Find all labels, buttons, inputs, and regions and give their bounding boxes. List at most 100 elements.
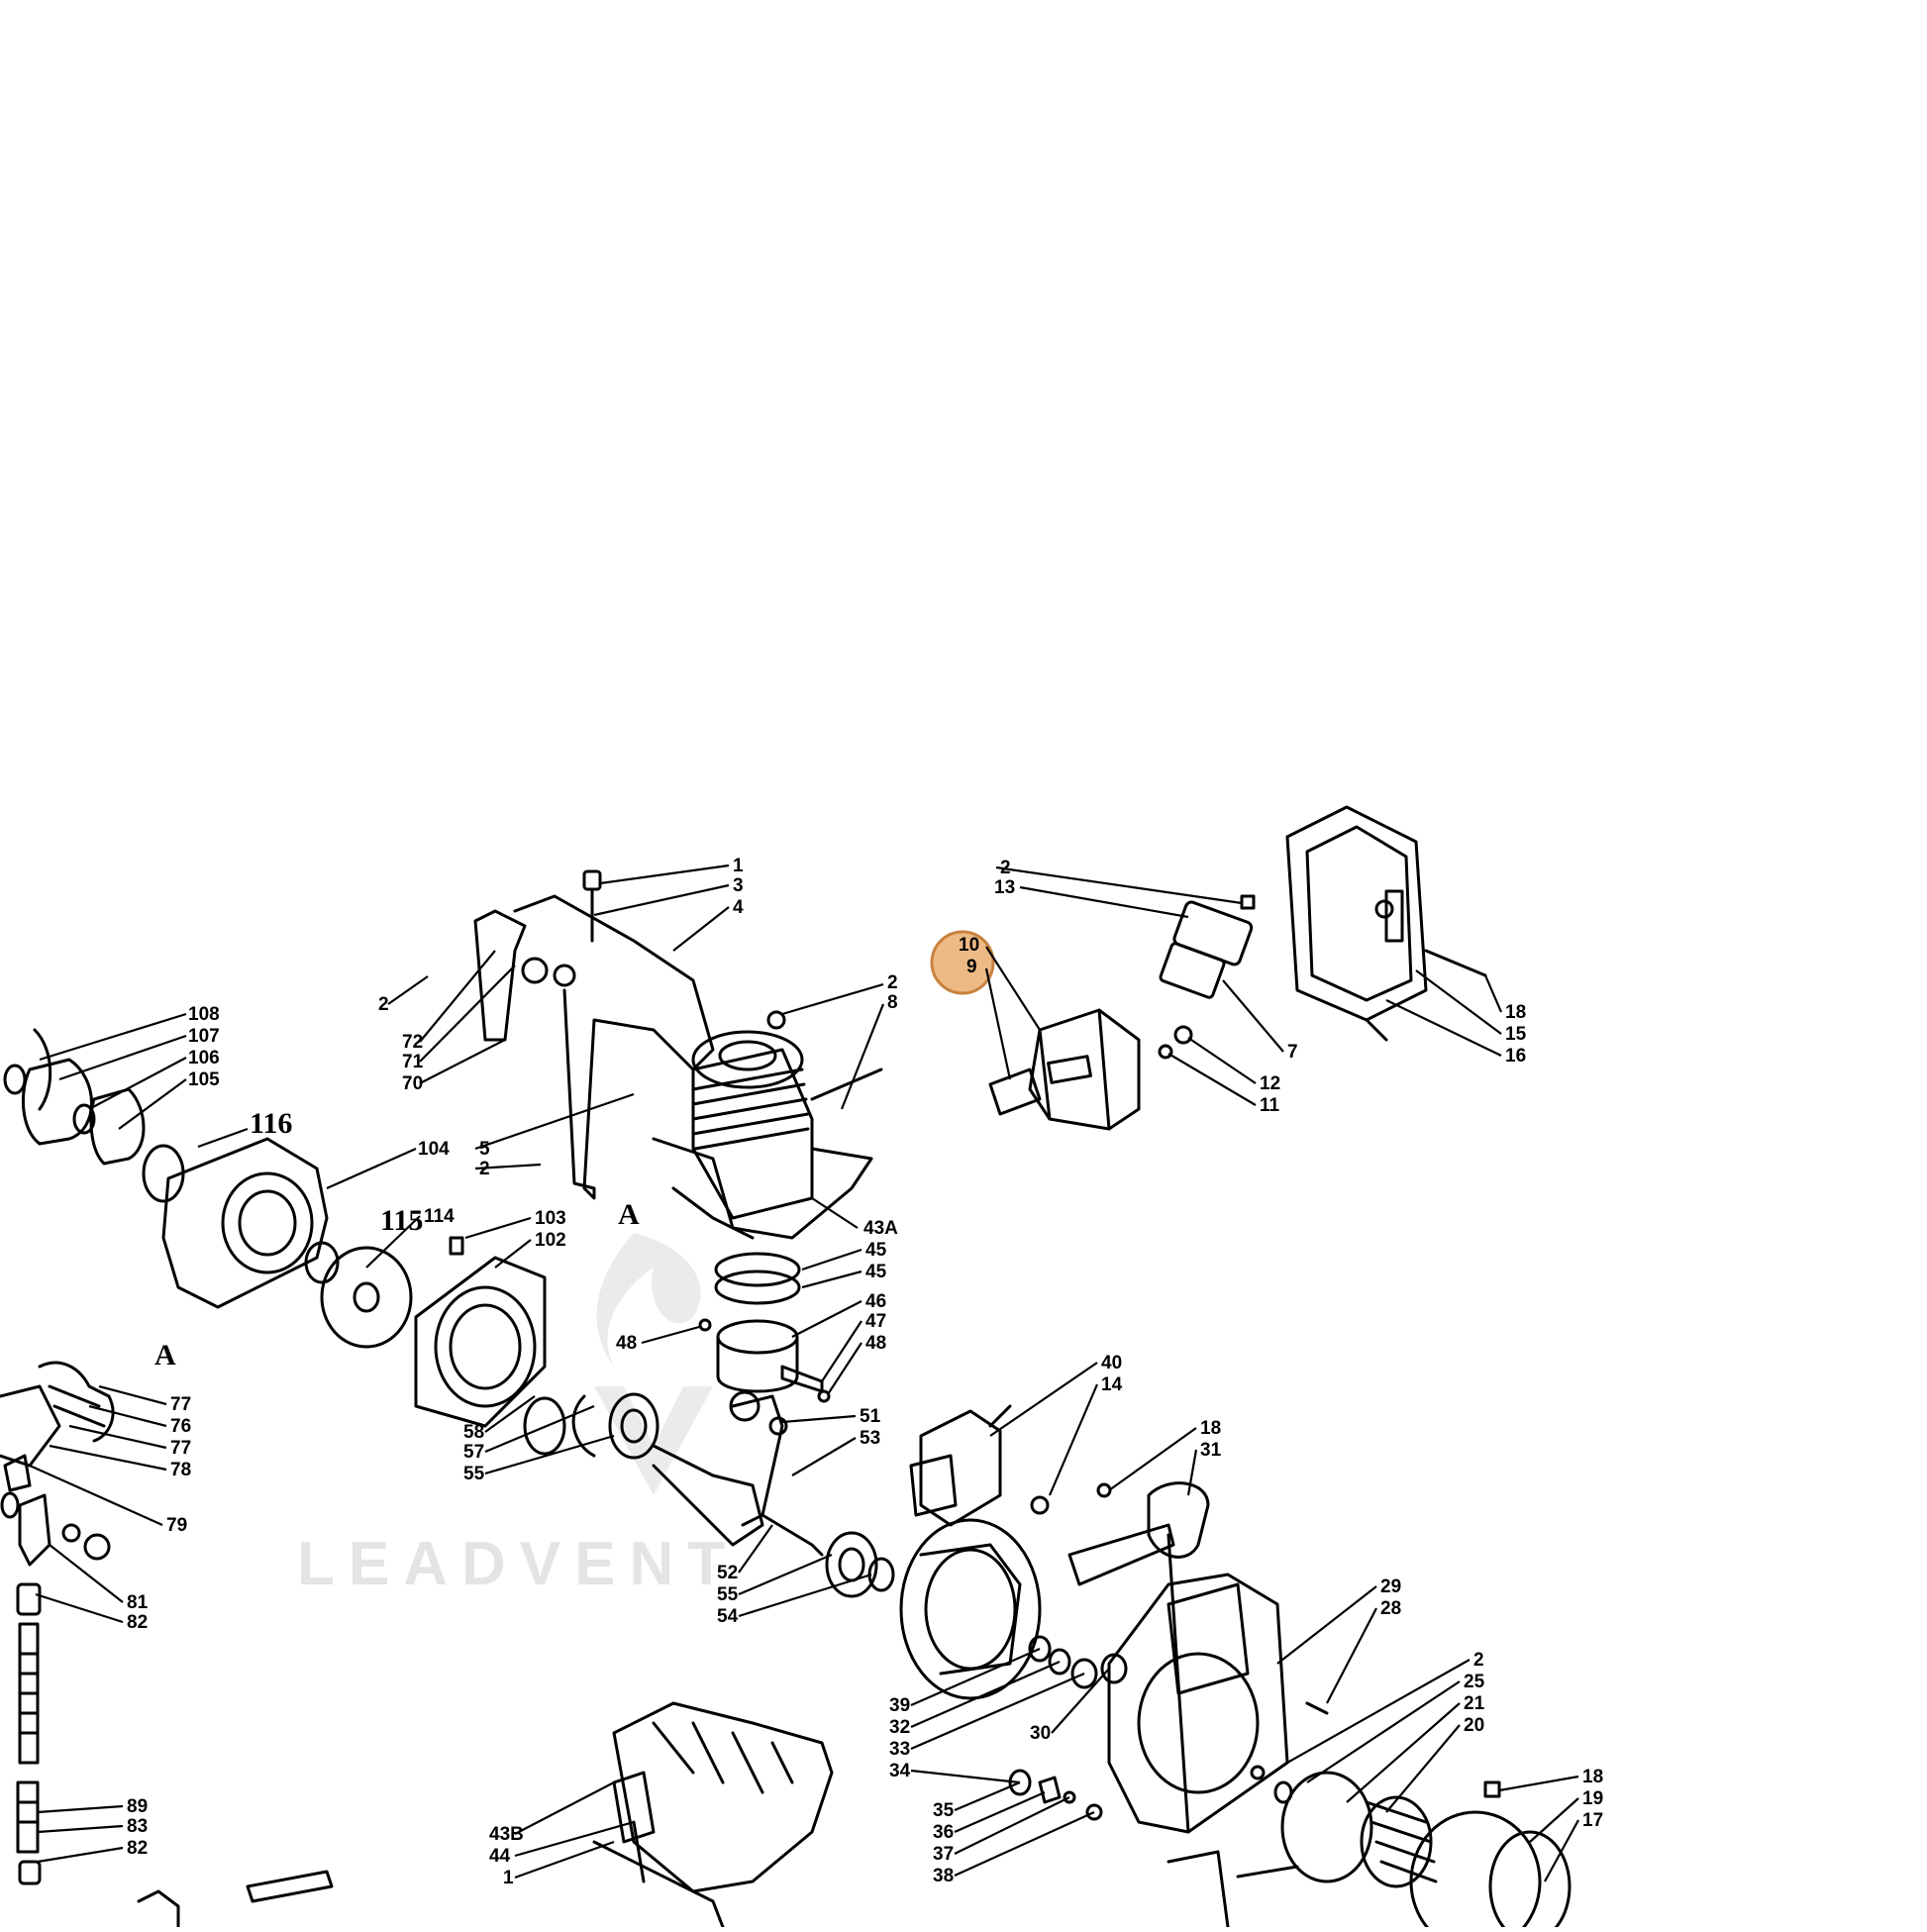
gear-housing-left — [3, 1028, 413, 1349]
flywheel — [899, 1518, 1128, 1821]
callout-label-c115: 115 — [380, 1204, 423, 1237]
callout-label-c53: 53 — [860, 1428, 880, 1449]
callout-label-c2a: 2 — [378, 994, 389, 1015]
callout-label-c52: 52 — [717, 1563, 738, 1583]
callout-label-c107: 107 — [188, 1026, 220, 1047]
spark-plug-cap — [1067, 1481, 1210, 1834]
callout-label-c11: 11 — [1260, 1095, 1280, 1116]
callout-label-c25: 25 — [1464, 1672, 1485, 1692]
callout-label-c43A: 43A — [863, 1218, 898, 1239]
callout-label-c51: 51 — [860, 1406, 881, 1427]
crankcase-lower — [592, 1701, 834, 1929]
callout-label-c78: 78 — [170, 1460, 191, 1480]
callout-label-c77b: 77 — [170, 1438, 191, 1459]
callout-label-c12: 12 — [1260, 1073, 1280, 1094]
callout-label-c34: 34 — [889, 1761, 911, 1781]
callout-label-c45a: 45 — [865, 1240, 887, 1261]
callout-label-c76: 76 — [170, 1416, 191, 1437]
watermark-flame-icon — [596, 1233, 701, 1367]
callout-label-c38: 38 — [933, 1866, 954, 1886]
recoil-starter — [1166, 1771, 1572, 1932]
callout-label-c48b: 48 — [616, 1333, 637, 1354]
callout-label-c82a: 82 — [127, 1612, 148, 1633]
callout-label-c18a: 18 — [1505, 1002, 1526, 1023]
piston-assembly — [698, 1252, 831, 1403]
callout-label-c10: 10 — [959, 935, 979, 956]
callout-label-c32: 32 — [889, 1717, 910, 1738]
callout-label-c35: 35 — [933, 1800, 955, 1821]
muffler-assembly — [988, 894, 1256, 1131]
callout-label-c81: 81 — [127, 1592, 149, 1613]
callout-label-c44: 44 — [489, 1846, 511, 1867]
cylinder-assembly — [582, 869, 883, 1240]
callout-label-c77a: 77 — [170, 1394, 191, 1415]
callout-label-c48a: 48 — [865, 1333, 886, 1354]
callout-label-c18b: 18 — [1200, 1418, 1221, 1439]
callout-label-c104: 104 — [418, 1139, 450, 1160]
callout-label-c39: 39 — [889, 1695, 910, 1716]
callout-label-c116: 116 — [250, 1107, 292, 1140]
callout-label-c36: 36 — [933, 1822, 954, 1843]
callout-label-c108: 108 — [188, 1004, 220, 1025]
callout-label-c16: 16 — [1505, 1046, 1526, 1067]
callout-label-c57: 57 — [463, 1442, 484, 1463]
watermark-text: LEADVENT — [297, 1530, 739, 1598]
callout-label-c114: 114 — [424, 1206, 455, 1227]
callout-label-c3: 3 — [733, 875, 744, 896]
callout-label-cA1: A — [618, 1198, 640, 1231]
callout-label-c1: 1 — [733, 856, 744, 876]
callout-label-c37: 37 — [933, 1844, 954, 1865]
callout-label-c105: 105 — [188, 1069, 220, 1090]
callout-label-c7: 7 — [1287, 1042, 1298, 1063]
callout-label-c21: 21 — [1464, 1693, 1485, 1714]
callout-label-c47: 47 — [865, 1311, 886, 1332]
callout-label-c13: 13 — [994, 877, 1015, 898]
muffler-cover — [1285, 805, 1487, 1042]
callout-label-c103: 103 — [535, 1208, 566, 1229]
watermark-v-icon — [594, 1386, 713, 1495]
callout-label-c17: 17 — [1582, 1810, 1603, 1831]
callout-label-c14: 14 — [1101, 1374, 1123, 1395]
highlight-marker[interactable] — [930, 930, 995, 995]
callout-label-c19: 19 — [1582, 1788, 1603, 1809]
callout-label-c106: 106 — [188, 1048, 220, 1068]
callout-label-c28: 28 — [1380, 1598, 1401, 1619]
callout-label-c55b: 55 — [717, 1584, 739, 1605]
callout-label-c54: 54 — [717, 1606, 739, 1627]
callout-label-c15: 15 — [1505, 1024, 1527, 1045]
callout-label-c33: 33 — [889, 1739, 910, 1760]
callout-label-c1b: 1 — [503, 1868, 514, 1888]
callout-label-c79: 79 — [166, 1515, 187, 1536]
ignition-coil — [909, 1404, 1050, 1527]
drive-shaft-group — [0, 1361, 334, 1929]
callout-label-c18c: 18 — [1582, 1767, 1603, 1787]
crankshaft-assembly — [523, 1390, 895, 1598]
callout-label-c70: 70 — [402, 1073, 423, 1094]
callout-label-c83: 83 — [127, 1816, 148, 1837]
callout-label-c71: 71 — [402, 1052, 424, 1072]
watermark: LEADVENT — [297, 1233, 739, 1598]
callout-label-c55a: 55 — [463, 1464, 485, 1484]
callout-label-c102: 102 — [535, 1230, 566, 1251]
callout-label-c2b: 2 — [887, 972, 898, 993]
callout-label-c4: 4 — [733, 897, 744, 918]
callout-label-c58: 58 — [463, 1422, 484, 1443]
callout-label-c72: 72 — [402, 1032, 423, 1053]
callout-label-c5: 5 — [479, 1139, 490, 1160]
callout-label-c20: 20 — [1464, 1715, 1484, 1736]
callout-label-cA2: A — [154, 1339, 176, 1372]
callout-label-c43B: 43B — [489, 1824, 524, 1845]
callout-label-c31: 31 — [1200, 1440, 1222, 1461]
callout-label-c45b: 45 — [865, 1262, 887, 1282]
callout-label-c9: 9 — [966, 957, 977, 977]
callout-label-c2d: 2 — [1000, 858, 1011, 878]
callout-label-c89: 89 — [127, 1796, 148, 1817]
callout-label-c82b: 82 — [127, 1838, 148, 1859]
callout-label-c40: 40 — [1101, 1353, 1122, 1373]
callout-label-c29: 29 — [1380, 1576, 1401, 1597]
callout-label-c8: 8 — [887, 992, 898, 1013]
callout-label-c30: 30 — [1030, 1723, 1051, 1744]
